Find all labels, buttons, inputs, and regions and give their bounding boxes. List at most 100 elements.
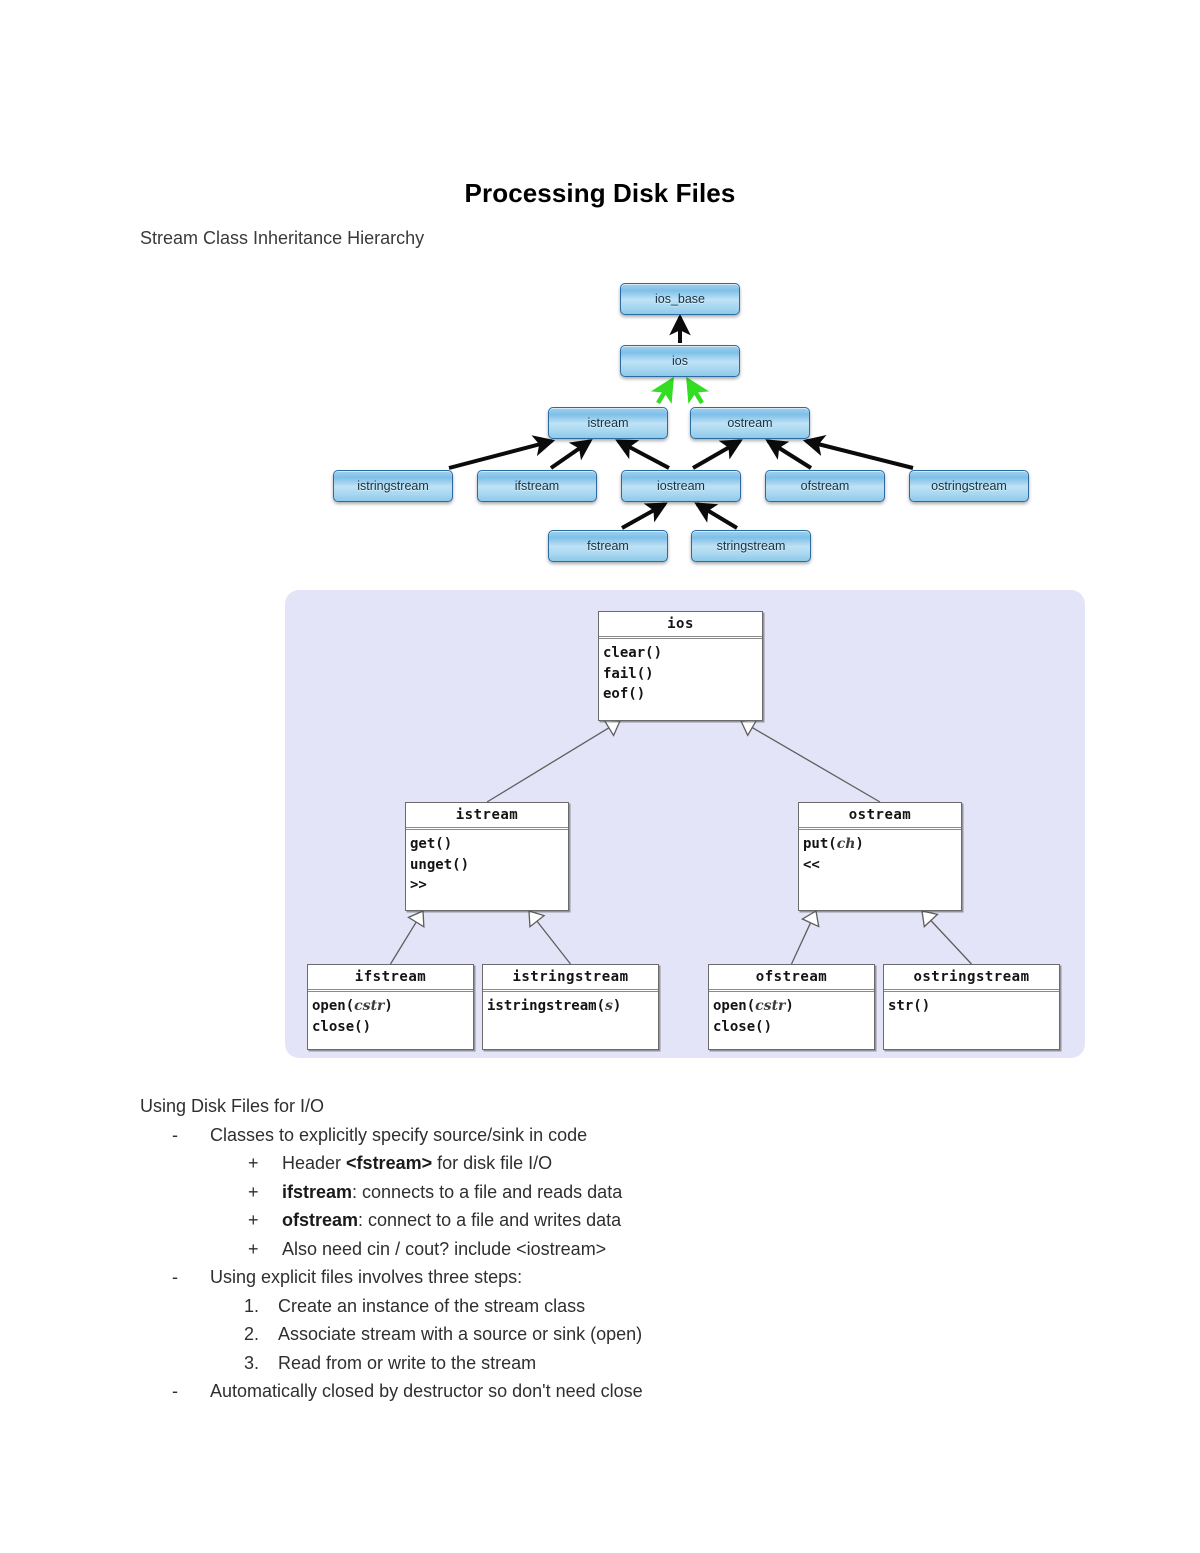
uml-member: close()	[713, 1018, 773, 1035]
hierarchy-node-ostringstream: ostringstream	[909, 470, 1029, 502]
uml-class-members: get() unget() >>	[406, 830, 568, 900]
uml-generalization-ostream-to-ios	[751, 726, 881, 803]
outline-item: - Automatically closed by destructor so d…	[140, 1377, 1040, 1406]
outline-item-marker: 1.	[244, 1295, 260, 1316]
uml-class-title: ostringstream	[884, 965, 1059, 992]
uml-member: close()	[312, 1018, 372, 1035]
uml-member: istringstream(s)	[487, 998, 622, 1014]
hierarchy-arrow-ofstream-to-ostream	[765, 439, 813, 470]
uml-member: get()	[410, 836, 453, 852]
uml-class-istream: istream get() unget() >>	[405, 802, 569, 911]
hierarchy-node-stringstream: stringstream	[691, 530, 811, 562]
hierarchy-node-ofstream: ofstream	[765, 470, 885, 502]
uml-class-members: open(cstr) close()	[709, 992, 874, 1041]
hierarchy-node-label: ifstream	[514, 479, 560, 493]
hierarchy-node-label: ofstream	[800, 479, 850, 493]
hierarchy-arrow-istream-to-ios	[650, 376, 674, 405]
uml-class-ostringstream: ostringstream str()	[883, 964, 1060, 1050]
hierarchy-node-ios_base: ios_base	[620, 283, 740, 315]
uml-class-ofstream: ofstream open(cstr) close()	[708, 964, 875, 1050]
uml-inheritance-arrowhead-ostringstream	[921, 910, 939, 928]
outline-heading: Using Disk Files for I/O	[140, 1092, 1040, 1121]
hierarchy-node-label: istream	[587, 416, 629, 430]
uml-class-ostream: ostream put(ch) <<	[798, 802, 962, 911]
uml-class-title: ifstream	[308, 965, 473, 992]
hierarchy-arrow-ifstream-to-istream	[549, 439, 593, 470]
uml-member-param: cstr	[755, 998, 786, 1014]
outline-item-marker: 3.	[244, 1352, 260, 1373]
hierarchy-node-ifstream: ifstream	[477, 470, 597, 502]
page-title: Processing Disk Files	[464, 178, 736, 208]
outline-heading-text: Using Disk Files for I/O	[140, 1096, 325, 1116]
hierarchy-arrow-ostringstream-to-ostream	[802, 435, 914, 470]
outline-item-text: Using explicit files involves three step…	[210, 1267, 523, 1287]
hierarchy-node-label: istringstream	[357, 479, 429, 493]
outline-item-text: ofstream: connect to a file and writes d…	[282, 1210, 622, 1230]
hierarchy-arrow-stringstream-to-iostream	[694, 502, 739, 530]
outline-item: +Also need cin / cout? include <iostream…	[140, 1235, 1040, 1264]
outline-list: Using Disk Files for I/O - Classes to exp…	[140, 1092, 1040, 1406]
outline-item: 3.Read from or write to the stream	[140, 1349, 1040, 1378]
outline-item: - Using explicit files involves three ste…	[140, 1263, 1040, 1292]
uml-class-members: open(cstr) close()	[308, 992, 473, 1041]
outline-item-marker: +	[248, 1181, 259, 1202]
hierarchy-node-label: ostringstream	[931, 479, 1007, 493]
outline-item-marker: -	[172, 1381, 178, 1401]
uml-class-ifstream: ifstream open(cstr) close()	[307, 964, 474, 1050]
uml-generalization-ostringstream-to-ostream	[930, 920, 972, 965]
outline-item-marker: -	[172, 1267, 178, 1287]
outline-item-emphasis: <fstream>	[346, 1153, 433, 1173]
uml-member: >>	[410, 877, 427, 894]
outline-item-text: ifstream: connects to a file and reads d…	[282, 1181, 623, 1202]
uml-member: clear()	[603, 645, 663, 661]
uml-inheritance-arrowhead-ostream	[740, 719, 758, 737]
hierarchy-arrow-istringstream-to-istream	[448, 435, 556, 470]
uml-inheritance-arrowhead-ifstream	[407, 910, 425, 928]
uml-member: open(cstr)	[713, 998, 794, 1014]
hierarchy-node-label: iostream	[657, 479, 705, 493]
hierarchy-node-ios: ios	[620, 345, 740, 377]
uml-class-title: ostream	[799, 803, 961, 830]
hierarchy-arrow-fstream-to-iostream	[621, 502, 668, 530]
uml-member: put(ch)	[803, 836, 864, 852]
uml-member-param: ch	[836, 836, 856, 852]
outline-item: - Classes to explicitly specify source/si…	[140, 1121, 1040, 1150]
outline-item-emphasis: ifstream	[282, 1181, 353, 1202]
outline-item: + ifstream: connects to a file and reads …	[140, 1178, 1040, 1207]
hierarchy-node-ostream: ostream	[690, 407, 810, 439]
outline-item-text: Automatically closed by destructor so do…	[210, 1381, 643, 1401]
uml-class-title: ofstream	[709, 965, 874, 992]
uml-class-title: istringstream	[483, 965, 658, 992]
hierarchy-arrow-ostream-to-ios	[686, 376, 710, 405]
uml-inheritance-arrowhead-istream	[603, 719, 621, 737]
outline-item: 2.Associate stream with a source or sink…	[140, 1320, 1040, 1349]
outline-item: +ofstream: connect to a file and writes …	[140, 1206, 1040, 1235]
uml-member-param: cstr	[354, 998, 385, 1014]
uml-generalization-istringstream-to-istream	[536, 920, 572, 965]
outline-item-marker: -	[172, 1124, 178, 1145]
uml-class-members: istringstream(s)	[483, 992, 658, 1021]
outline-item-text: Create an instance of the stream class	[278, 1295, 586, 1316]
hierarchy-node-label: ios_base	[654, 292, 706, 306]
hierarchy-arrow-iostream-to-ostream	[692, 439, 743, 470]
outline-item-emphasis: ofstream	[282, 1210, 359, 1230]
uml-class-members: clear()fail()eof()	[599, 639, 762, 709]
outline-item-text: Classes to explicitly specify source/sin…	[210, 1124, 588, 1145]
hierarchy-node-label: ostream	[727, 416, 773, 430]
hierarchy-node-fstream: fstream	[548, 530, 668, 562]
outline-item-text: Also need cin / cout? include <iostream>	[282, 1238, 607, 1259]
outline-item-text: Header <fstream> for disk file I/O	[282, 1153, 553, 1173]
uml-member: unget()	[410, 856, 470, 873]
uml-member: <<	[803, 856, 820, 873]
uml-member: open(cstr)	[312, 998, 393, 1014]
hierarchy-node-istringstream: istringstream	[333, 470, 453, 502]
hierarchy-node-istream: istream	[548, 407, 668, 439]
uml-member: str()	[888, 998, 931, 1014]
uml-member: fail()	[603, 665, 654, 682]
outline-item: 1. Create an instance of the stream class	[140, 1292, 1040, 1321]
uml-class-title: istream	[406, 803, 568, 830]
outline-item-text: Associate stream with a source or sink (…	[278, 1324, 643, 1344]
